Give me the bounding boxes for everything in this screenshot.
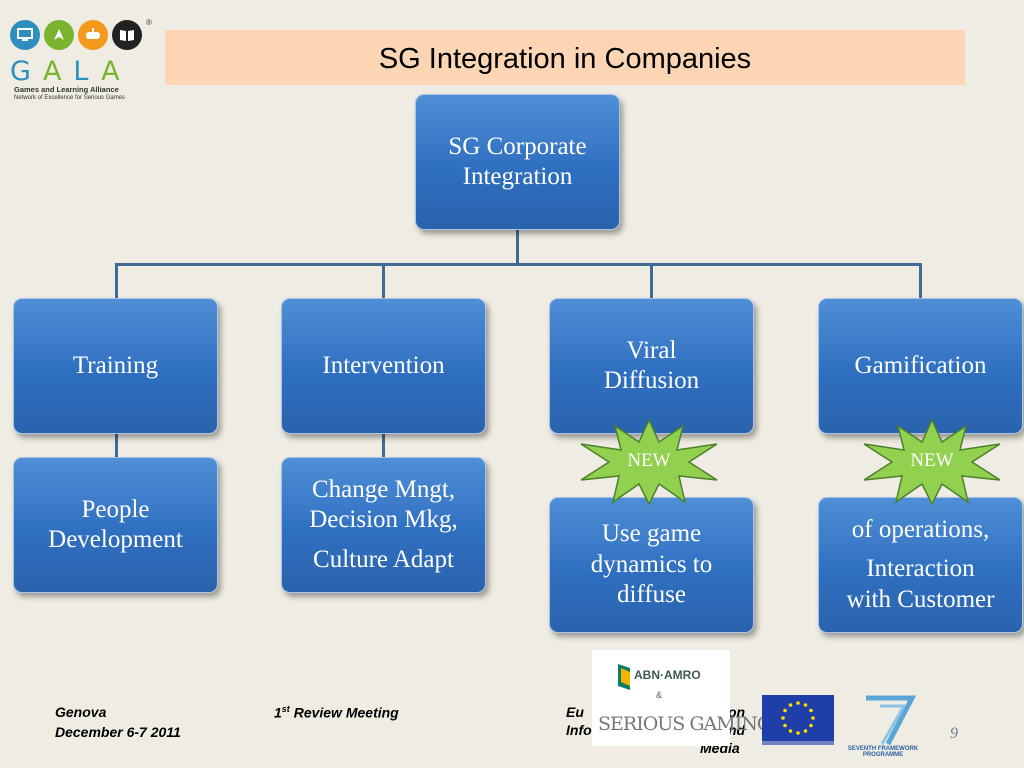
detail-line: dynamics to — [590, 550, 713, 578]
logo-wordmark: GALA — [10, 56, 132, 87]
connector-horizontal — [115, 263, 922, 266]
gamepad-icon — [78, 20, 108, 50]
starburst-icon — [863, 418, 1001, 506]
footer-eu-line2: Info — [566, 722, 592, 738]
eu-star — [783, 708, 787, 713]
serious-gaming-name: SERIOUS GAMING — [598, 713, 772, 735]
eu-star — [809, 723, 813, 728]
eu-flag — [762, 695, 834, 745]
eu-star — [809, 708, 813, 713]
connector-intervention-detail — [382, 434, 385, 458]
connector-gamification — [919, 263, 922, 299]
logo-subtagline: Network of Excellence for Serious Games — [14, 95, 126, 101]
slide-title: SG Integration in Companies — [378, 43, 752, 75]
logo-tagline: Games and Learning Alliance — [14, 85, 119, 94]
starburst-icon — [580, 418, 718, 506]
detail-line: Development — [48, 526, 183, 553]
detail-line: diffuse — [617, 581, 686, 609]
gala-logo: ® GALA Games and Learning Alliance Netwo… — [10, 18, 152, 104]
new-badge-gamification: NEW — [860, 418, 1004, 506]
detail-line: Use game — [601, 520, 702, 548]
eu-star — [781, 716, 785, 720]
detail-training: People Development — [13, 457, 218, 593]
node-label: Intervention — [322, 351, 445, 379]
footer-meeting: 1st Review Meeting — [274, 704, 399, 721]
abn-name: ABN·AMRO — [634, 668, 701, 682]
detail-line: Change Mngt, — [311, 475, 456, 503]
eu-star — [811, 716, 815, 720]
connector-training-detail — [115, 434, 118, 458]
eu-star — [796, 701, 800, 705]
detail-viral-diffusion: Use game dynamics to diffuse — [549, 497, 754, 633]
node-label: Gamification — [854, 351, 987, 379]
fp7-seven-icon — [866, 695, 917, 746]
registered-mark: ® — [146, 18, 152, 27]
eu-star — [783, 723, 787, 728]
detail-intervention: Change Mngt, Decision Mkg, Culture Adapt — [281, 457, 486, 593]
detail-line: Decision Mkg, — [309, 506, 458, 534]
root-node: SG Corporate Integration — [415, 94, 620, 230]
detail-line: Culture Adapt — [313, 545, 454, 573]
eu-star — [788, 703, 793, 707]
detail-line: People — [81, 495, 150, 523]
abn-amro-serious-gaming-logo: ABN·AMRO & SERIOUS GAMING — [592, 650, 772, 746]
new-badge-label: NEW — [627, 450, 671, 471]
footer-eu-line1-end: on — [728, 704, 746, 720]
node-training: Training — [13, 298, 218, 434]
page-number: 9 — [950, 725, 958, 742]
new-badge-label: NEW — [910, 450, 954, 471]
eu-flag-icon — [762, 695, 834, 745]
node-label: Viral — [626, 336, 677, 364]
connector-training — [115, 263, 118, 299]
title-bar: SG Integration in Companies — [165, 30, 965, 85]
connector-viral-diffusion — [650, 263, 653, 299]
eu-star — [788, 729, 793, 733]
node-viral-diffusion: Viral Diffusion — [549, 298, 754, 434]
fp7-caption: SEVENTH FRAMEWORK PROGRAMME — [847, 746, 919, 758]
footer-location: Genova — [55, 704, 107, 720]
connector-root-stem — [516, 230, 519, 265]
root-node-line: Integration — [462, 163, 573, 190]
fp7-logo: SEVENTH FRAMEWORK PROGRAMME — [842, 694, 924, 758]
eu-star — [796, 731, 800, 735]
detail-gamification: of operations, Interaction with Customer — [818, 497, 1023, 633]
monitor-icon — [10, 20, 40, 50]
eu-star — [803, 703, 808, 707]
root-node-line: SG Corporate — [448, 132, 587, 160]
eu-star — [803, 729, 808, 733]
detail-line: of operations, — [851, 515, 990, 543]
node-gamification: Gamification — [818, 298, 1023, 434]
new-badge-viral: NEW — [577, 418, 721, 506]
node-label: Diffusion — [603, 367, 700, 394]
footer-eu-line2-end: nd — [728, 722, 746, 738]
detail-line: Interaction — [866, 555, 975, 583]
node-label: Training — [72, 351, 159, 379]
footer-date: December 6-7 2011 — [55, 724, 181, 740]
connector-intervention — [382, 263, 385, 299]
node-intervention: Intervention — [281, 298, 486, 434]
abn-ampersand: & — [656, 690, 663, 700]
pen-nib-icon — [44, 20, 74, 50]
detail-line: with Customer — [846, 585, 995, 613]
book-icon — [112, 20, 142, 50]
abn-shield-icon — [618, 664, 630, 690]
footer-eu-line1: Eu — [566, 704, 584, 720]
